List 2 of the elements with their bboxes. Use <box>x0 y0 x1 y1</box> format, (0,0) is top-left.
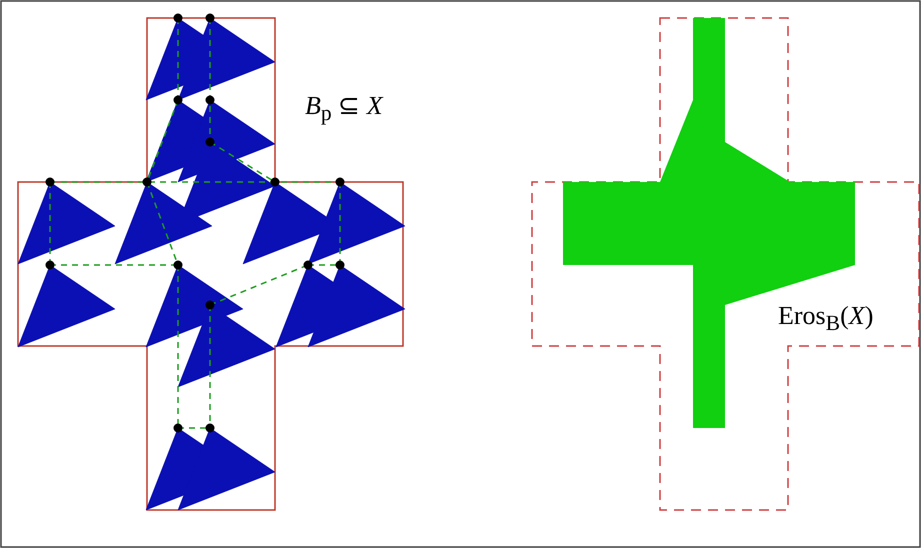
subset-label: B$_{p}$ ⊆ X <box>305 92 383 126</box>
erosion-label: Eros$_{B}$(X) <box>778 302 874 336</box>
